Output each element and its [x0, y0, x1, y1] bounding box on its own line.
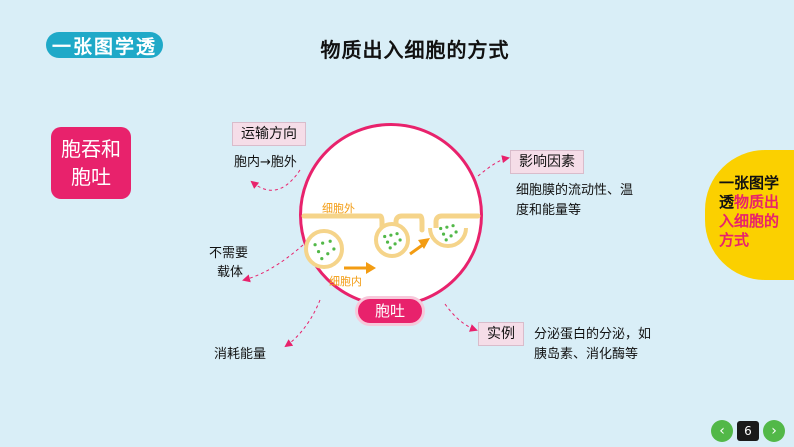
vesicle-dot: [326, 252, 330, 256]
vesicle-dot: [398, 238, 402, 242]
topic-box: 胞吞和 胞吐: [51, 127, 131, 199]
vesicle-dot: [388, 246, 392, 250]
side-tab-line-2a: 透: [719, 193, 735, 211]
vesicle-dot: [454, 230, 458, 234]
topic-line-2: 胞吐: [71, 165, 111, 189]
vesicle-dot: [313, 243, 317, 247]
process-pill: 胞吐: [355, 296, 425, 326]
connector-examples: [444, 303, 478, 332]
vesicle-contents: [313, 224, 458, 261]
vesicle-dot: [439, 226, 443, 231]
vesicle-dot: [451, 224, 455, 228]
vesicle-dot: [449, 234, 453, 238]
factors-text-1: 细胞膜的流动性、温: [516, 183, 634, 198]
connector-carrier: [242, 244, 304, 283]
inside-label: 细胞内: [329, 274, 362, 288]
process-arrow-2: [409, 242, 425, 256]
topic-line-1: 胞吞和: [61, 137, 121, 161]
pager: ‹ 6 ›: [711, 420, 785, 442]
cell-membrane: [301, 213, 481, 233]
vesicle-dot: [383, 234, 387, 239]
next-page-button[interactable]: ›: [763, 420, 785, 442]
vesicle-dot: [320, 257, 324, 261]
section-badge: 一张图学透: [46, 32, 164, 58]
vesicle-dot: [445, 225, 449, 229]
page-number: 6: [737, 421, 759, 441]
connector-factors: [477, 155, 510, 177]
outside-label: 细胞外: [322, 202, 355, 215]
vesicle-1: [304, 229, 344, 269]
process-arrow-2-head: [418, 238, 430, 249]
examples-text-1: 分泌蛋白的分泌，如: [534, 327, 652, 342]
vesicle-dot: [395, 232, 399, 236]
factors-text-2: 度和能量等: [516, 203, 582, 218]
side-tab-line-1: 一张图学: [719, 174, 780, 192]
side-tab[interactable]: 一张图学 透物质出 入细胞的 方式: [705, 150, 794, 280]
side-tab-line-2b: 物质出: [734, 193, 780, 211]
vesicle-dot: [393, 242, 397, 246]
vesicle-2: [374, 222, 410, 258]
energy-text: 消耗能量: [214, 347, 267, 362]
side-tab-line-3: 入细胞的: [719, 212, 780, 230]
carrier-text-1: 不需要: [209, 246, 249, 261]
side-tab-line-4: 方式: [719, 231, 750, 249]
vesicle-dot: [321, 241, 325, 245]
vesicle-dot: [441, 232, 446, 236]
vesicle-dot: [316, 250, 321, 254]
direction-label: 运输方向: [232, 122, 306, 146]
vesicle-dot: [444, 238, 448, 242]
vesicle-dot: [385, 240, 390, 244]
direction-text: 胞内→胞外: [234, 155, 297, 170]
prev-page-button[interactable]: ‹: [711, 420, 733, 442]
vesicle-dot: [328, 239, 332, 243]
vesicle-dot: [332, 247, 336, 251]
vesicle-3: [428, 227, 468, 248]
connector-direction: [250, 169, 301, 191]
process-arrow-1-head: [366, 262, 376, 274]
factors-label: 影响因素: [510, 150, 584, 174]
examples-label: 实例: [478, 322, 524, 346]
examples-text-2: 胰岛素、消化酶等: [534, 347, 639, 362]
carrier-text-2: 载体: [217, 265, 244, 280]
side-tab-line-2: 透物质出: [719, 193, 794, 212]
connector-energy: [284, 299, 321, 348]
vesicle-dot: [389, 233, 393, 237]
page-title: 物质出入细胞的方式: [320, 38, 510, 62]
